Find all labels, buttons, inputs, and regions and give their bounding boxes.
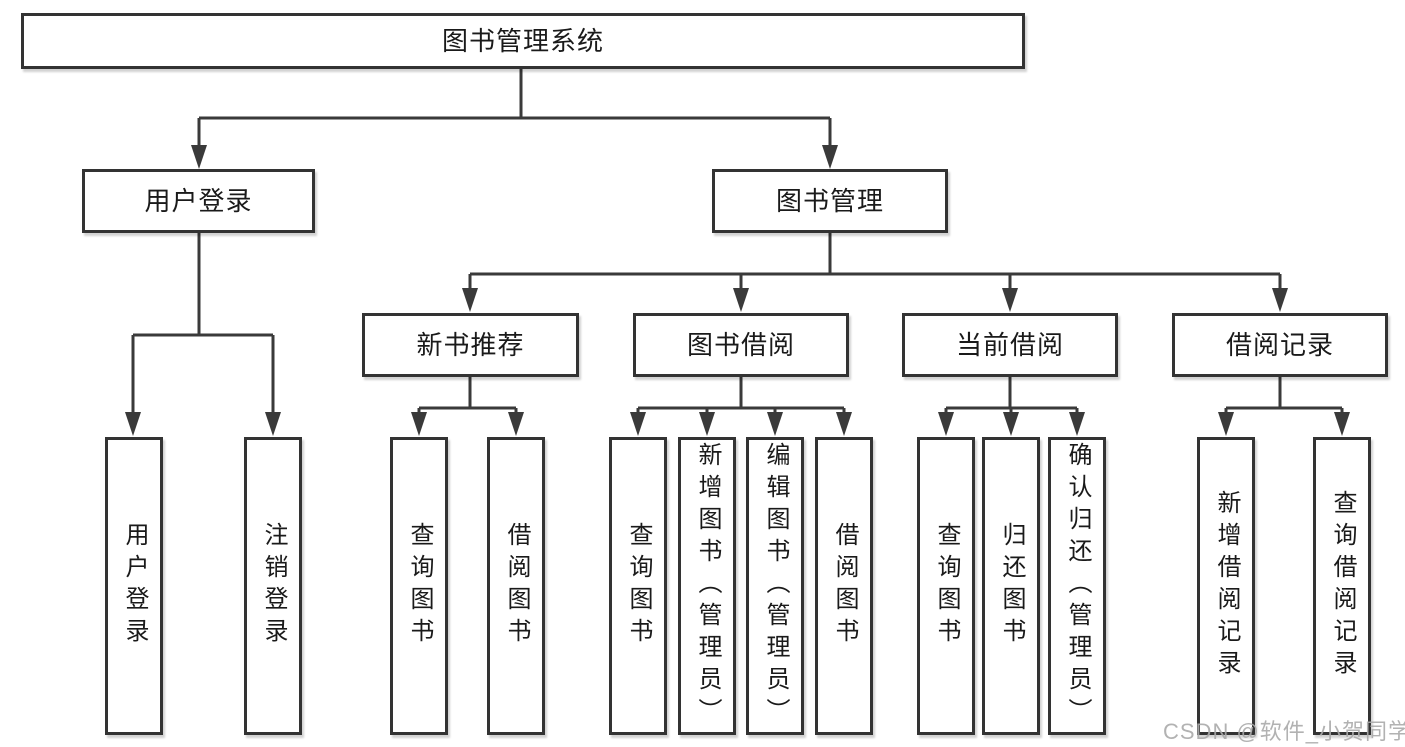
node-label: 图书管理系统 xyxy=(441,26,604,56)
node-label: 用户登录 xyxy=(144,186,253,216)
node-label: 查询图书 xyxy=(625,522,652,650)
node-label: 用户登录 xyxy=(121,522,148,650)
node-leaf-query-book: 查询图书 xyxy=(609,437,667,735)
node-leaf-query-book: 查询图书 xyxy=(390,437,448,735)
node-label: 查询图书 xyxy=(406,522,433,650)
watermark: CSDN @软件_小贺同学 xyxy=(1163,719,1405,744)
node-book-borrow: 图书借阅 xyxy=(633,313,849,377)
node-label: 新书推荐 xyxy=(416,330,525,360)
node-leaf-add-book-admin: 新增图书（管理员） xyxy=(678,437,736,735)
node-label: 图书管理 xyxy=(775,186,884,216)
node-leaf-add-borrow-record: 新增借阅记录 xyxy=(1197,437,1255,735)
node-label: 新增借阅记录 xyxy=(1213,490,1240,682)
node-leaf-confirm-return-admin: 确认归还（管理员） xyxy=(1048,437,1106,735)
node-new-book-recommend: 新书推荐 xyxy=(362,313,579,377)
node-leaf-query-borrow-record: 查询借阅记录 xyxy=(1313,437,1371,735)
node-label: 注销登录 xyxy=(260,522,287,650)
node-label: 新增图书（管理员） xyxy=(694,442,721,730)
node-label: 查询借阅记录 xyxy=(1329,490,1356,682)
node-leaf-user-login: 用户登录 xyxy=(105,437,163,735)
node-label: 确认归还（管理员） xyxy=(1064,442,1091,730)
node-leaf-query-book: 查询图书 xyxy=(917,437,975,735)
node-label: 归还图书 xyxy=(998,522,1025,650)
node-leaf-logout: 注销登录 xyxy=(244,437,302,735)
node-user-login: 用户登录 xyxy=(82,169,315,233)
node-label: 借阅记录 xyxy=(1225,330,1334,360)
node-leaf-return-book: 归还图书 xyxy=(982,437,1040,735)
node-label: 借阅图书 xyxy=(831,522,858,650)
arrowheads xyxy=(125,145,1350,436)
node-book-management: 图书管理 xyxy=(712,169,948,233)
node-library-system: 图书管理系统 xyxy=(21,13,1025,69)
node-label: 查询图书 xyxy=(933,522,960,650)
node-leaf-borrow-book: 借阅图书 xyxy=(815,437,873,735)
node-label: 借阅图书 xyxy=(503,522,530,650)
node-label: 图书借阅 xyxy=(686,330,795,360)
node-current-borrow: 当前借阅 xyxy=(902,313,1118,377)
node-label: 当前借阅 xyxy=(955,330,1064,360)
node-borrow-record: 借阅记录 xyxy=(1172,313,1388,377)
node-leaf-edit-book-admin: 编辑图书（管理员） xyxy=(746,437,804,735)
node-label: 编辑图书（管理员） xyxy=(762,442,789,730)
node-leaf-borrow-book: 借阅图书 xyxy=(487,437,545,735)
